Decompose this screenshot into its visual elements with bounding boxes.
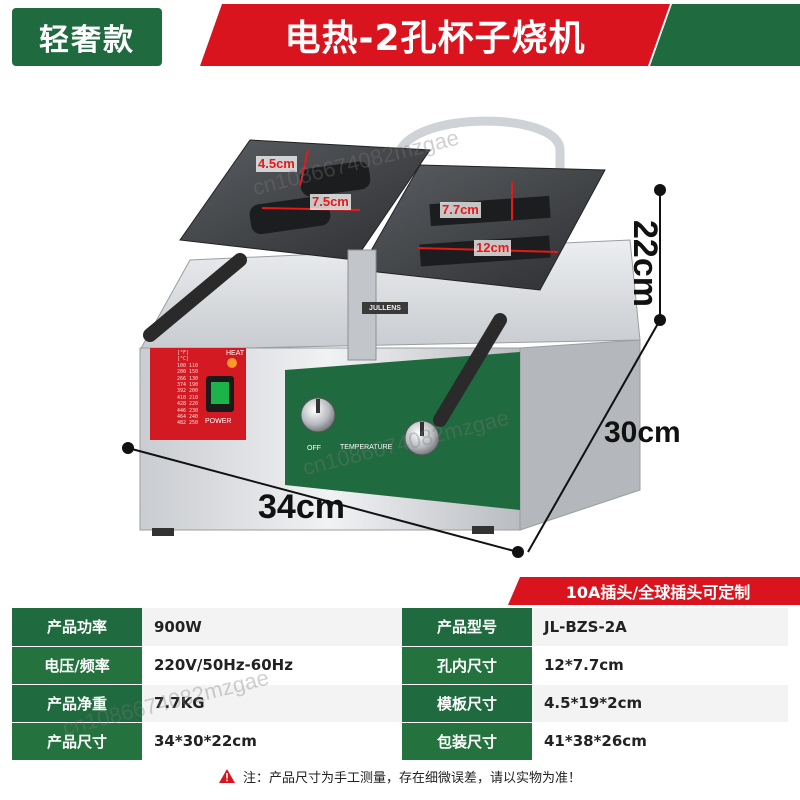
spec-key: 包装尺寸 [402, 722, 532, 761]
style-badge: 轻奢款 [12, 8, 162, 66]
dimension-endpoints [122, 184, 666, 558]
temperature-row: 200 150 [177, 369, 199, 376]
power-label: POWER [205, 418, 232, 425]
plate-dimension-label: 7.5cm [310, 194, 351, 210]
left-mold-cavity [299, 161, 371, 197]
spec-value: 41*38*26cm [532, 722, 788, 761]
knob-pointer [316, 399, 320, 413]
plug-banner: 10A插头/全球插头可定制 [508, 577, 800, 605]
temperature-table: [°F] [°C] 100 110 200 150 266 130 374 19… [177, 350, 199, 427]
temperature-label: TEMPERATURE [340, 444, 393, 451]
spec-value: 4.5*19*2cm [532, 684, 788, 723]
product-illustration: 34cm 30cm 22cm 4.5cm 7.5cm 7.7cm 12cm JU… [0, 90, 800, 580]
spec-value: 34*30*22cm [142, 722, 402, 761]
off-label: OFF [307, 445, 321, 452]
plate-dimension-label: 4.5cm [256, 156, 297, 172]
right-handle[interactable] [433, 313, 507, 427]
spec-key: 模板尺寸 [402, 684, 532, 723]
power-switch-rocker [211, 382, 229, 404]
dimension-lines [127, 190, 661, 553]
temperature-row: 446 230 [177, 407, 199, 414]
dimension-depth: 30cm [604, 416, 681, 449]
back-pipe [393, 116, 565, 180]
temperature-knob-left[interactable] [300, 397, 336, 433]
heat-indicator-light [227, 358, 237, 368]
footer-text: 注：产品尺寸为手工测量，存在细微误差，请以实物为准！ [242, 770, 581, 786]
spec-key: 孔内尺寸 [402, 646, 532, 685]
temperature-table-header: [°F] [°C] [177, 350, 190, 363]
spec-table: 产品功率 900W 产品型号 JL-BZS-2A 电压/频率 220V/50Hz… [12, 608, 788, 761]
temperature-row: 100 110 [177, 362, 199, 369]
spec-value: 900W [142, 608, 402, 647]
temperature-row: 428 220 [177, 401, 199, 408]
temperature-row: 266 130 [177, 375, 199, 382]
spec-value: 12*7.7cm [532, 646, 788, 685]
foot [152, 528, 174, 536]
foot [472, 526, 494, 534]
temperature-row: 464 240 [177, 414, 199, 421]
header: 轻奢款 电热-2孔杯子烧机 [0, 0, 800, 82]
footer-note: 注：产品尺寸为手工测量，存在细微误差，请以实物为准！ [0, 762, 800, 790]
spec-key: 产品尺寸 [12, 722, 142, 761]
warning-icon [218, 769, 235, 783]
brand-plate: JULLENS [362, 302, 408, 314]
table-row: 产品尺寸 34*30*22cm 包装尺寸 41*38*26cm [12, 722, 788, 761]
temperature-row: 392 200 [177, 388, 199, 395]
table-row: 产品功率 900W 产品型号 JL-BZS-2A [12, 608, 788, 647]
spec-value: 7.7KG [142, 684, 402, 723]
knob-pointer [420, 422, 424, 436]
table-row: 电压/频率 220V/50Hz-60Hz 孔内尺寸 12*7.7cm [12, 646, 788, 685]
left-handle[interactable] [143, 253, 247, 342]
waffle-machine-drawing [122, 116, 666, 558]
spec-key: 产品功率 [12, 608, 142, 647]
spec-key: 电压/频率 [12, 646, 142, 685]
spec-key: 产品净重 [12, 684, 142, 723]
title-banner-tail [650, 4, 800, 66]
table-row: 产品净重 7.7KG 模板尺寸 4.5*19*2cm [12, 684, 788, 723]
product-title: 电热-2孔杯子烧机 [200, 4, 670, 66]
heat-label: HEAT [226, 350, 245, 357]
plate-dimension-label: 12cm [474, 240, 512, 256]
dimension-height: 22cm [626, 220, 664, 307]
temperature-row: 410 210 [177, 394, 199, 401]
spec-value: 220V/50Hz-60Hz [142, 646, 402, 685]
dimension-width: 34cm [258, 488, 345, 526]
temperature-row: 374 190 [177, 382, 199, 389]
timer-knob-right[interactable] [404, 420, 440, 456]
spec-value: JL-BZS-2A [532, 608, 788, 647]
temperature-row: 482 250 [177, 420, 199, 427]
plate-dimension-label: 7.7cm [440, 202, 481, 218]
spec-key: 产品型号 [402, 608, 532, 647]
